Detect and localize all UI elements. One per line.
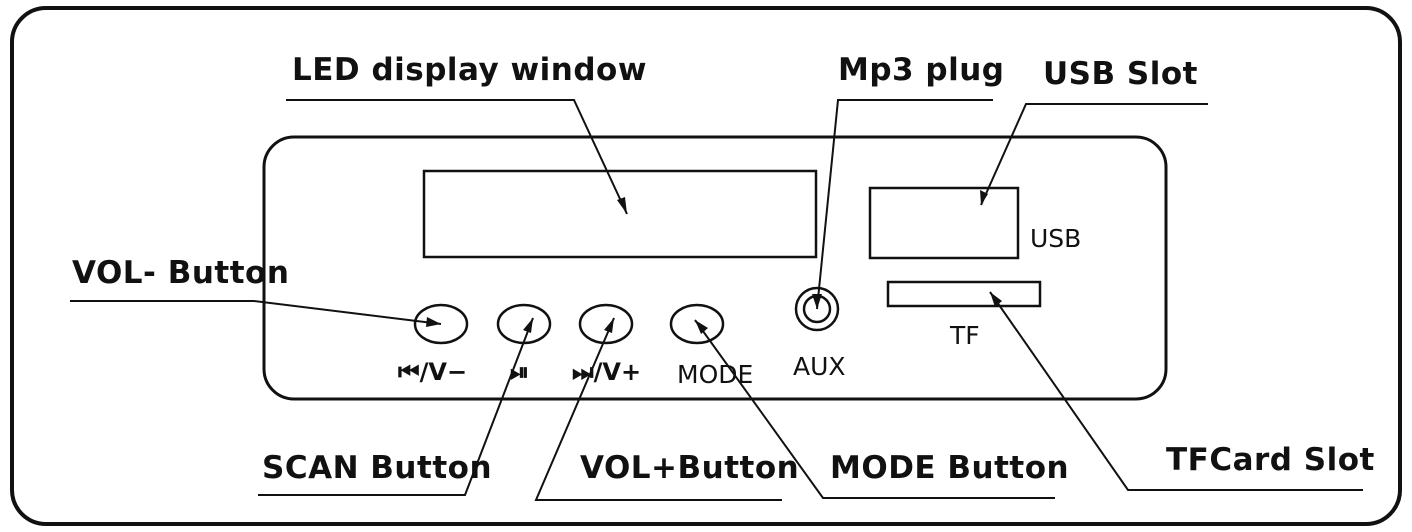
callout-usb-slot: USB Slot bbox=[1043, 56, 1198, 92]
callout-vol-plus: VOL+Button bbox=[580, 450, 799, 486]
faceplate bbox=[262, 135, 1168, 401]
callout-tf-card: TFCard Slot bbox=[1166, 442, 1375, 478]
vol-minus-button[interactable] bbox=[413, 303, 469, 345]
outer-frame bbox=[10, 6, 1402, 526]
prev-vol-down-icon: ⏮/V− bbox=[398, 358, 467, 386]
leader-scan bbox=[258, 317, 534, 496]
callout-vol-minus: VOL- Button bbox=[72, 255, 289, 291]
callout-mp3-plug: Mp3 plug bbox=[838, 52, 1004, 88]
leader-tf-card bbox=[989, 291, 1363, 491]
callout-led-display: LED display window bbox=[292, 52, 647, 88]
leader-usb-slot bbox=[980, 103, 1208, 206]
usb-slot bbox=[868, 186, 1020, 260]
scan-button[interactable] bbox=[496, 303, 552, 345]
vol-plus-button[interactable] bbox=[578, 303, 634, 345]
leader-vol-minus bbox=[70, 300, 442, 327]
mode-button[interactable] bbox=[669, 303, 725, 345]
leader-led-display bbox=[286, 99, 628, 215]
led-display-window bbox=[422, 169, 818, 259]
usb-label: USB bbox=[1030, 224, 1081, 253]
tf-card-slot bbox=[886, 280, 1042, 308]
tf-label: TF bbox=[949, 321, 980, 350]
aux-label: AUX bbox=[793, 352, 846, 381]
next-vol-up-icon: ⏭/V+ bbox=[572, 358, 641, 386]
leader-mode bbox=[694, 319, 1055, 499]
leader-vol-plus bbox=[534, 317, 782, 501]
callout-mode: MODE Button bbox=[830, 450, 1069, 486]
callout-scan: SCAN Button bbox=[262, 450, 492, 486]
leader-mp3-plug bbox=[812, 99, 993, 310]
